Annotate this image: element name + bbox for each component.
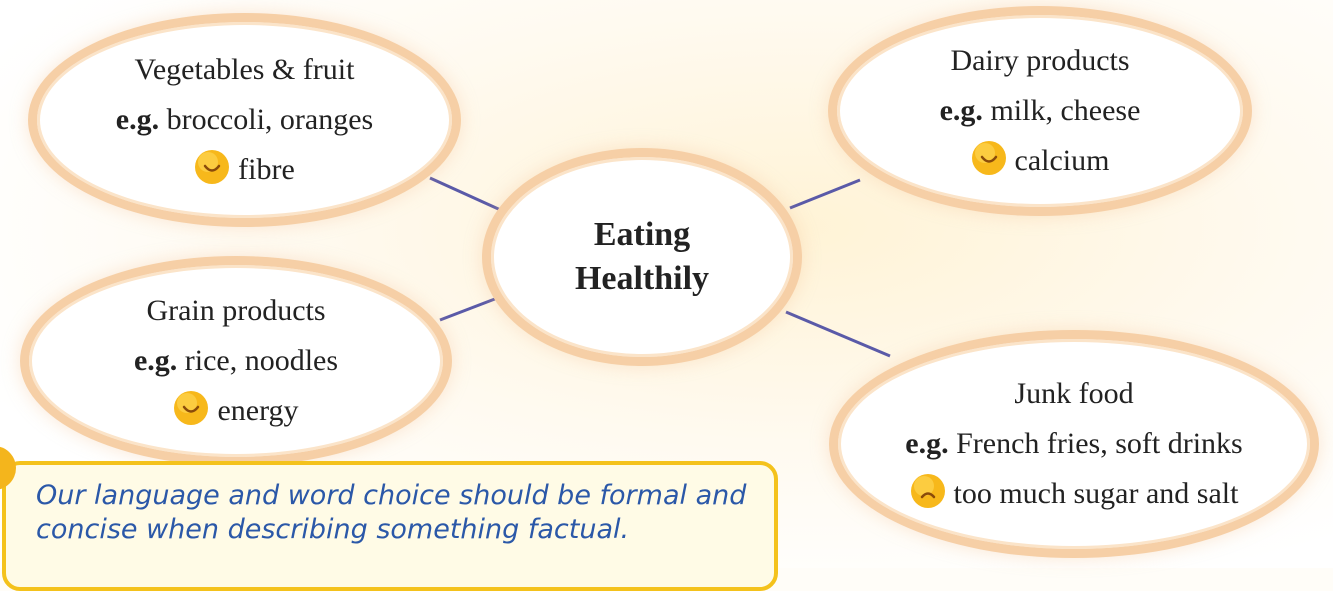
examples-text: rice, noodles [184, 344, 339, 377]
bubble-title: Junk food [1014, 377, 1134, 410]
effect: calcium [971, 136, 1110, 186]
tip-badge-icon [0, 446, 16, 490]
effect-text: energy [217, 394, 299, 427]
effect-text: too much sugar and salt [953, 477, 1239, 510]
connector-vegetables [429, 176, 506, 214]
frown-icon [910, 474, 945, 508]
eg-label: e.g. [905, 427, 949, 460]
connector-dairy [789, 178, 861, 210]
connector-junk [785, 310, 891, 358]
bubble-vegetables: Vegetables & fruit e.g. broccoli, orange… [28, 13, 461, 227]
examples: e.g. French fries, soft drinks [905, 419, 1242, 469]
bubble-center: Eating Healthily [482, 148, 802, 366]
bubble-title: Dairy products [950, 44, 1130, 77]
effect-text: fibre [238, 153, 295, 186]
effect: fibre [194, 145, 295, 195]
connector-grain [439, 295, 501, 322]
examples-text: French fries, soft drinks [956, 427, 1243, 460]
connector-lines [429, 176, 891, 358]
examples: e.g. milk, cheese [940, 86, 1141, 136]
examples-text: broccoli, oranges [166, 103, 374, 136]
examples: e.g. broccoli, oranges [116, 95, 373, 145]
examples: e.g. rice, noodles [134, 336, 338, 386]
tip-text: Our language and word choice should be f… [36, 480, 747, 545]
smile-icon [195, 150, 230, 184]
tip-box: Our language and word choice should be f… [2, 461, 778, 591]
bubble-title: Vegetables & fruit [134, 53, 355, 86]
bubble-junk: Junk food e.g. French fries, soft drinks… [829, 330, 1319, 558]
center-title-line2: Healthily [574, 260, 710, 297]
effect-text: calcium [1014, 144, 1110, 177]
eg-label: e.g. [133, 344, 178, 377]
smile-icon [971, 141, 1006, 175]
bubble-dairy: Dairy products e.g. milk, cheese calcium [828, 6, 1252, 216]
bubble-grain: Grain products e.g. rice, noodles energy [20, 256, 452, 466]
effect: too much sugar and salt [910, 469, 1239, 519]
eg-label: e.g. [939, 94, 983, 127]
smile-icon [174, 391, 209, 425]
effect: energy [173, 386, 299, 436]
bubble-title: Grain products [146, 294, 326, 327]
center-title-line1: Eating [593, 216, 691, 253]
eg-label: e.g. [115, 103, 160, 136]
examples-text: milk, cheese [990, 94, 1141, 127]
